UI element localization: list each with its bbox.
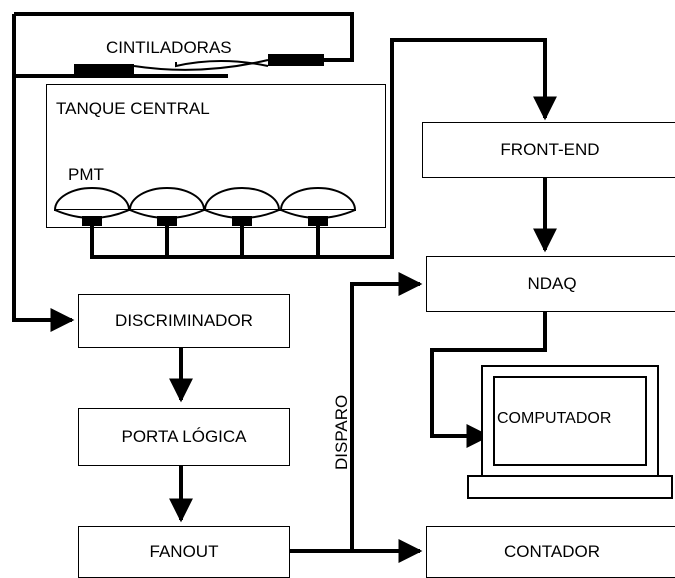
porta-logica-box: PORTA LÓGICA (78, 408, 290, 466)
ndaq-label: NDAQ (527, 274, 577, 293)
front-end-label: FRONT-END (500, 140, 600, 159)
contador-box: CONTADOR (426, 526, 675, 578)
cintiladoras-label: CINTILADORAS (106, 38, 232, 57)
contador-label: CONTADOR (503, 542, 600, 561)
pmt-4 (279, 187, 357, 226)
computador-label: COMPUTADOR (497, 410, 612, 427)
scintillator-bar-right (268, 54, 324, 66)
front-end-box: FRONT-END (422, 122, 675, 178)
tanque-central-box (46, 84, 386, 228)
fanout-label: FANOUT (149, 542, 219, 561)
disparo-trigger-arrow (350, 272, 423, 551)
scintillator-loop-line (14, 12, 354, 62)
computer-monitor (467, 365, 673, 499)
scintillator-bar-left (74, 64, 134, 76)
ndaq-box: NDAQ (426, 256, 675, 312)
pmt-label: PMT (68, 165, 104, 184)
discriminador-box: DISCRIMINADOR (78, 294, 290, 348)
pmt-3 (203, 187, 281, 226)
porta-logica-label: PORTA LÓGICA (121, 427, 247, 446)
scintillator-curve-bottom (175, 60, 269, 68)
disparo-label: DISPARO (332, 394, 351, 470)
pmt-1 (53, 187, 131, 226)
ndaq-to-computer-arrow (430, 312, 547, 448)
fanout-box: FANOUT (78, 526, 290, 578)
pmt-2 (128, 187, 206, 226)
pmt-bus-line (90, 38, 557, 259)
discriminador-label: DISCRIMINADOR (115, 311, 253, 330)
tanque-central-label: TANQUE CENTRAL (56, 99, 210, 118)
